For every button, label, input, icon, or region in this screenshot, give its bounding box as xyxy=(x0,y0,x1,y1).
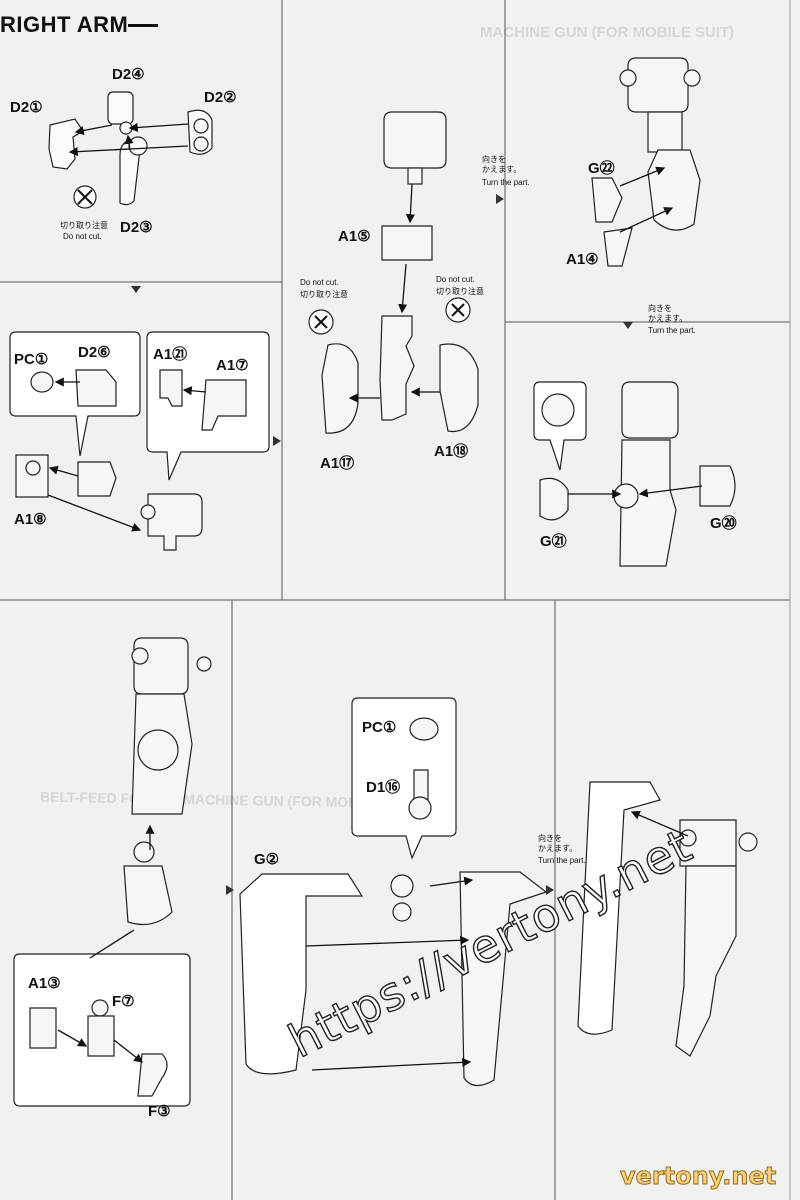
turn-part-jp: 向きを かえます。 xyxy=(482,155,522,174)
step3-parts xyxy=(308,111,479,434)
part-label-pc-1-b: PC① xyxy=(362,719,397,736)
turn-part-en-2: Turn the part. xyxy=(648,326,696,335)
part-label-a1-17: A1⑰ xyxy=(320,455,355,472)
part-label-a1-4: A1④ xyxy=(566,251,599,268)
turn-part-en: Turn the part. xyxy=(482,178,530,187)
do-not-cut-jp-right: 切り取り注意 xyxy=(436,287,484,296)
part-label-a1-8: A1⑧ xyxy=(14,511,47,528)
do-not-cut-en-right: Do not cut. xyxy=(436,275,475,284)
step-arrows xyxy=(131,194,633,895)
part-label-d2-2: D2② xyxy=(204,89,237,106)
part-label-a1-18: A1⑱ xyxy=(434,443,469,460)
part-label-d2-4: D2④ xyxy=(112,66,145,83)
part-label-a1-21: A1㉑ xyxy=(153,346,188,363)
part-label-d2-3: D2③ xyxy=(120,219,153,236)
part-label-g-2: G② xyxy=(254,851,280,868)
part-label-f-3: F③ xyxy=(148,1103,171,1120)
site-watermark: vertony.net xyxy=(619,1162,777,1191)
do-not-cut-jp-left: 切り取り注意 xyxy=(300,290,348,299)
step2-parts xyxy=(15,369,247,551)
do-not-cut-jp: 切り取り注意 xyxy=(60,221,108,230)
step6-parts xyxy=(13,637,212,1107)
do-not-cut-en: Do not cut. xyxy=(63,232,102,241)
page-title: RIGHT ARM xyxy=(0,12,129,37)
part-label-g-21: G㉑ xyxy=(540,533,567,550)
step7-parts xyxy=(239,697,758,1087)
turn-part-jp-2: 向きを かえます。 xyxy=(648,304,688,323)
do-not-cut-en-left: Do not cut. xyxy=(300,278,339,287)
step1-parts xyxy=(48,91,213,209)
part-label-a1-7: A1⑦ xyxy=(216,357,249,374)
part-label-d2-1: D2① xyxy=(10,99,43,116)
title-rule xyxy=(128,24,158,27)
step4-parts xyxy=(591,57,701,267)
step5-parts xyxy=(533,381,736,567)
part-label-d2-6: D2⑥ xyxy=(78,344,111,361)
part-label-d1-16: D1⑯ xyxy=(366,779,401,796)
part-label-a1-5: A1⑤ xyxy=(338,228,371,245)
part-label-a1-3: A1③ xyxy=(28,975,61,992)
part-label-pc-1: PC① xyxy=(14,351,49,368)
turn-part-en-3: Turn the part. xyxy=(538,856,586,865)
turn-part-jp-3: 向きを かえます。 xyxy=(538,834,578,853)
ghost-header-text: MACHINE GUN (FOR MOBILE SUIT) xyxy=(480,24,735,41)
part-label-g-22: G㉒ xyxy=(588,160,615,177)
part-label-g-20: G⑳ xyxy=(710,515,737,532)
part-label-f-7: F⑦ xyxy=(112,993,135,1010)
